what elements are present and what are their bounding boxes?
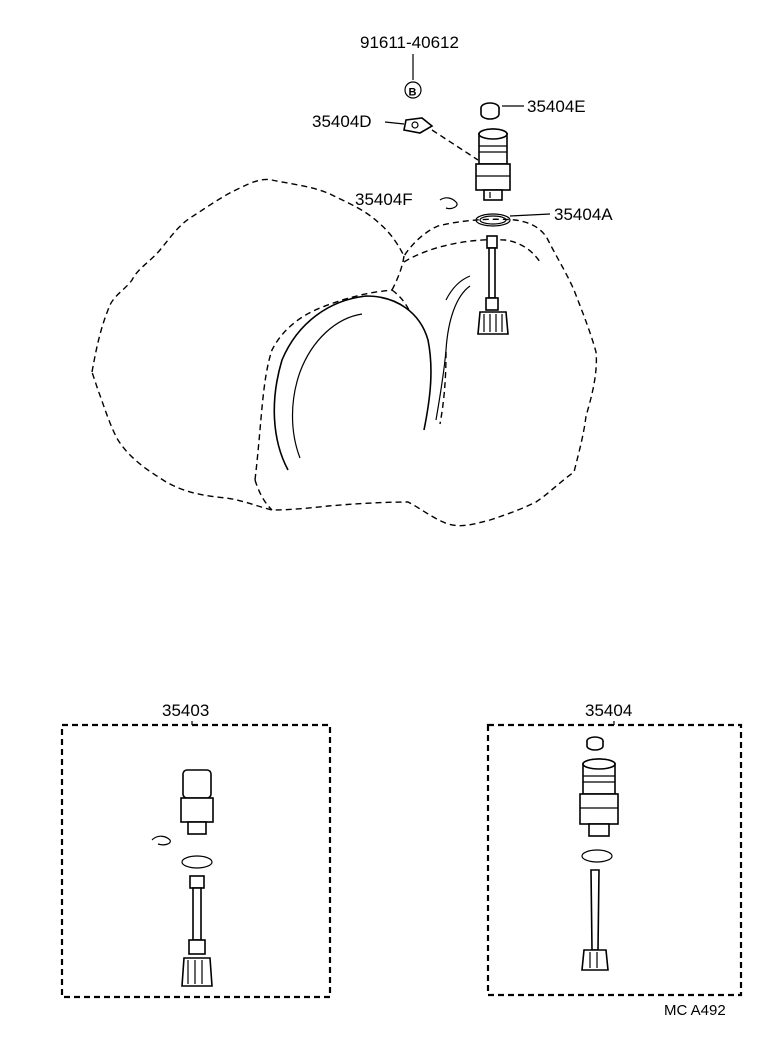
kit-right-frame bbox=[486, 723, 743, 997]
o-ring-part-icon bbox=[475, 213, 511, 227]
bolt-part-number: 91611-40612 bbox=[360, 33, 459, 52]
kit-left-gear-shaft-icon bbox=[181, 875, 213, 987]
plate-hole bbox=[411, 121, 419, 129]
kit-left-clip-icon bbox=[151, 835, 171, 846]
o-ring-inner bbox=[479, 215, 507, 225]
kit-right-o-ring-icon bbox=[581, 849, 613, 863]
plate-dashed-guide bbox=[431, 129, 479, 161]
kit-right-part-number: 35404 bbox=[585, 701, 632, 720]
gear-shaft-part-icon bbox=[477, 235, 509, 335]
clip-part-icon bbox=[439, 197, 458, 210]
cap-part-body bbox=[480, 108, 500, 120]
kit-right-cap-icon bbox=[586, 736, 604, 751]
kit-left-frame bbox=[60, 723, 332, 999]
o-ring-leader-line bbox=[509, 213, 551, 217]
cap-part-number: 35404E bbox=[527, 97, 586, 116]
bolt-marker-circle bbox=[404, 81, 422, 99]
transmission-housing bbox=[91, 178, 598, 527]
drawing-code: MC A492 bbox=[664, 1002, 726, 1019]
bolt-marker-letter: B bbox=[409, 87, 417, 99]
o-ring-part-number: 35404A bbox=[554, 205, 613, 224]
sleeve-part-icon bbox=[475, 128, 511, 201]
kit-box-left: 35403 bbox=[60, 701, 332, 999]
plate-leader-line bbox=[384, 121, 405, 125]
kit-right-gear-shaft-icon bbox=[581, 869, 609, 971]
kit-left-o-ring-icon bbox=[181, 855, 213, 869]
clip-part-number: 35404F bbox=[355, 190, 413, 209]
kit-left-sleeve-icon bbox=[180, 769, 214, 835]
kit-left-part-number: 35403 bbox=[162, 701, 209, 720]
top-assembly: 91611-40612 B 35404E 35404D 35404F bbox=[312, 33, 613, 335]
kit-box-right: 35404 bbox=[486, 701, 743, 997]
kit-right-sleeve-icon bbox=[579, 758, 619, 837]
plate-part-number: 35404D bbox=[312, 112, 372, 131]
